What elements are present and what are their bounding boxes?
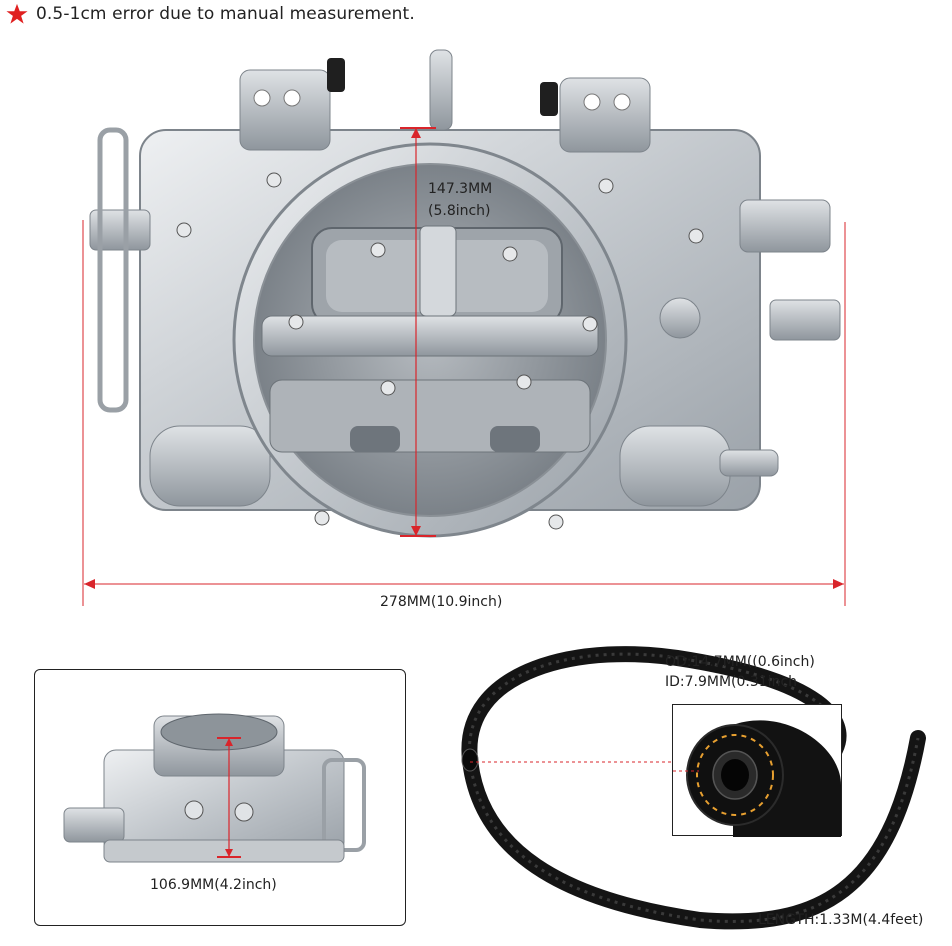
height-label-inch: (5.8inch) [428,203,491,219]
note-text: 0.5-1cm error due to manual measurement. [36,4,415,24]
hose-id-label: ID:7.9MM(0.31inch [665,674,798,690]
star-icon [6,3,28,24]
inset-side-view-frame [34,669,406,926]
inset-height-label: 106.9MM(4.2inch) [150,877,277,893]
height-label-mm: 147.3MM [428,181,493,197]
width-label: 278MM(10.9inch) [380,594,503,610]
carburetor-side-view-image [63,713,366,863]
carburetor-top-view-image [89,49,841,538]
width-dimension-arrows [82,222,846,606]
hose-cross-section-zoom [672,704,842,837]
fuel-hose-image [461,646,926,930]
hose-length-label: LENGTH:1.33M(4.4feet) [758,912,924,928]
hose-cross-section-image [673,720,841,837]
hose-od-label: OD:14.7MM((0.6inch) [665,654,815,670]
measurement-note: 0.5-1cm error due to manual measurement. [6,3,415,25]
